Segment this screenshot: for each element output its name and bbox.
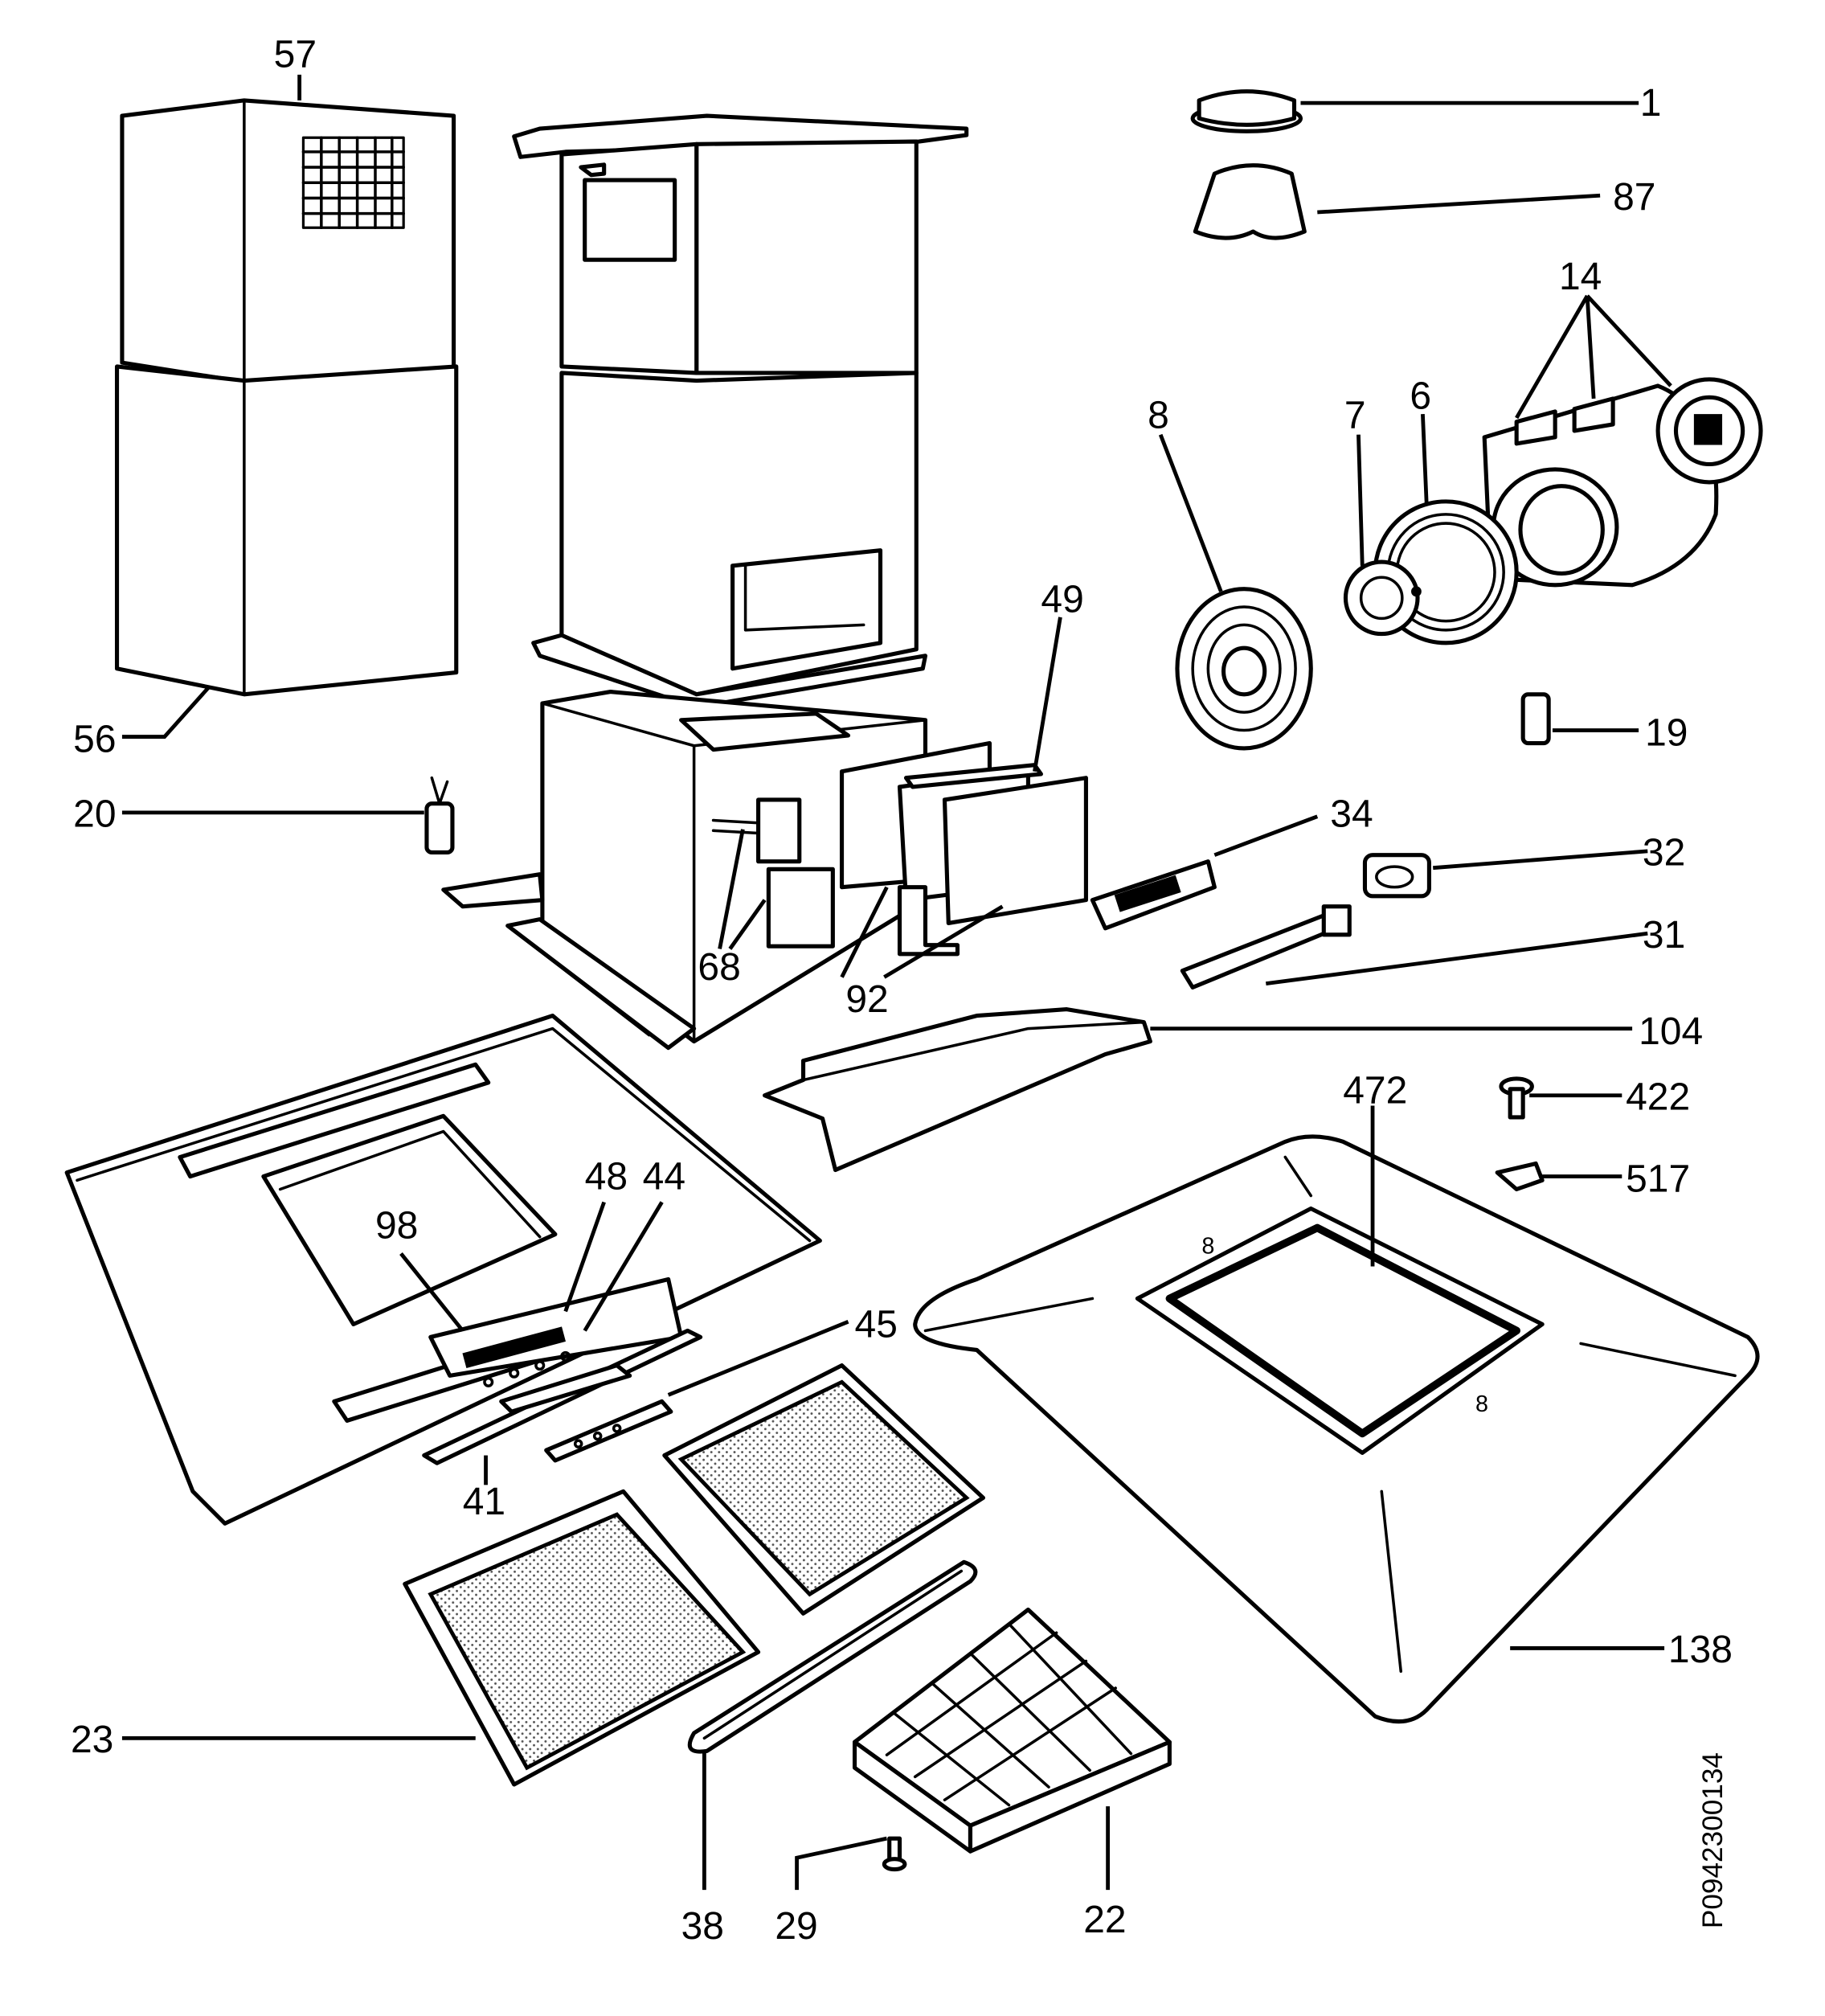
label-44: 44 xyxy=(643,1156,685,1199)
label-45: 45 xyxy=(855,1303,898,1346)
label-49: 49 xyxy=(1041,578,1083,621)
label-7: 7 xyxy=(1344,395,1366,437)
label-92: 92 xyxy=(845,978,888,1021)
callout-labels: 57 1 87 14 8 7 6 49 56 20 19 34 32 31 68… xyxy=(71,33,1733,1948)
label-41: 41 xyxy=(463,1481,505,1523)
label-422: 422 xyxy=(1626,1076,1690,1118)
part-104-cover-plate xyxy=(763,1007,1152,1173)
control-panel-buttons xyxy=(462,1326,571,1387)
label-517: 517 xyxy=(1626,1158,1690,1201)
label-48: 48 xyxy=(585,1156,628,1199)
part-23-grease-filter-left xyxy=(403,1489,761,1787)
label-19: 19 xyxy=(1645,712,1688,755)
part-7-motor xyxy=(1343,559,1422,637)
label-56: 56 xyxy=(73,719,116,761)
part-23-grease-filter-right xyxy=(662,1363,986,1616)
part-19-capacitor xyxy=(1520,692,1551,746)
label-23: 23 xyxy=(71,1719,113,1761)
part-31-lamp xyxy=(1180,904,1352,990)
label-32: 32 xyxy=(1643,831,1685,874)
part-14-fan-housing xyxy=(1482,377,1763,588)
part-57-upper-chimney-cover xyxy=(120,98,456,384)
label-29: 29 xyxy=(775,1905,817,1948)
part-49-pcb xyxy=(903,763,1043,789)
part-472-seal-frame: 8 8 xyxy=(1135,1206,1545,1455)
label-6: 6 xyxy=(1410,375,1431,418)
label-22: 22 xyxy=(1083,1899,1126,1941)
hood-canopy xyxy=(64,1014,822,1526)
label-1: 1 xyxy=(1640,82,1662,125)
label-68: 68 xyxy=(698,946,740,989)
label-20: 20 xyxy=(73,793,116,835)
label-138: 138 xyxy=(1668,1629,1733,1671)
label-57: 57 xyxy=(274,33,317,76)
label-8: 8 xyxy=(1148,395,1169,437)
label-34: 34 xyxy=(1330,793,1373,835)
part-56-lower-chimney-cover xyxy=(114,364,459,697)
part-68-wiring-block xyxy=(711,797,835,949)
part-87-boot xyxy=(1193,163,1307,240)
part-92-control-modules xyxy=(839,740,1088,957)
part-517-clip xyxy=(1495,1161,1545,1192)
bolt-8-marker: 8 xyxy=(1475,1391,1488,1417)
label-104: 104 xyxy=(1639,1010,1703,1053)
part-41-trim-strip xyxy=(422,1328,703,1465)
label-87: 87 xyxy=(1613,176,1655,219)
label-472: 472 xyxy=(1343,1069,1407,1112)
part-1-cap xyxy=(1190,89,1303,133)
part-45-button-strip xyxy=(544,1399,673,1463)
part-32-lamp-holder xyxy=(1362,853,1431,899)
label-31: 31 xyxy=(1643,914,1685,957)
vent-grille xyxy=(301,136,405,229)
part-38-gasket xyxy=(687,1559,978,1754)
bolt-8-marker: 8 xyxy=(1201,1233,1214,1259)
part-29-screw xyxy=(882,1836,907,1872)
carbon-filter-grid xyxy=(885,1622,1133,1807)
drawing-number: P0942300134 xyxy=(1697,1752,1729,1928)
inner-chimney-frame xyxy=(512,113,969,710)
leader-lines xyxy=(121,74,1672,1891)
label-38: 38 xyxy=(681,1905,724,1948)
part-20-capacitor xyxy=(424,776,455,855)
part-8-mount-plate xyxy=(1175,587,1313,751)
label-14: 14 xyxy=(1559,256,1602,298)
label-98: 98 xyxy=(375,1204,418,1247)
part-22-carbon-filter xyxy=(852,1607,1172,1854)
part-34-terminal-block xyxy=(1090,859,1217,931)
part-422-screw xyxy=(1499,1076,1534,1120)
